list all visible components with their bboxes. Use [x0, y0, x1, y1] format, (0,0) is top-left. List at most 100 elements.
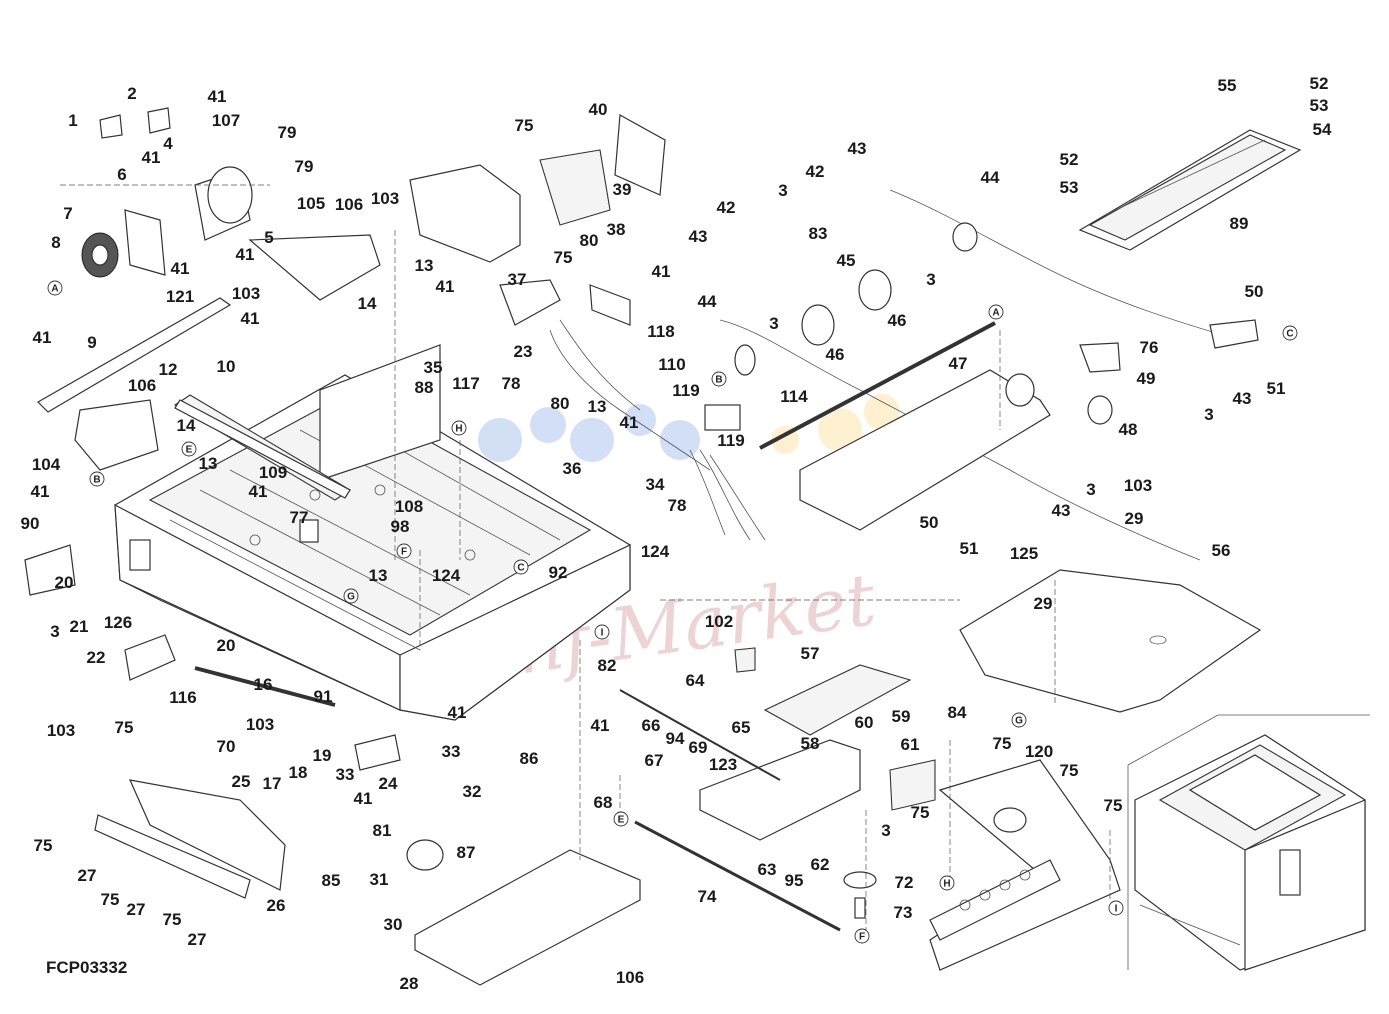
- part-callout-14: 14: [177, 416, 196, 435]
- ref-marker-label: E: [186, 445, 193, 456]
- part-callout-75: 75: [515, 116, 534, 135]
- part-callout-27: 27: [188, 930, 207, 949]
- part-callout-88: 88: [415, 378, 434, 397]
- part-callout-106: 106: [335, 195, 363, 214]
- part-callout-3: 3: [1204, 405, 1213, 424]
- ref-marker-A: A: [47, 280, 63, 296]
- part-callout-107: 107: [212, 111, 240, 130]
- part-callout-35: 35: [424, 358, 443, 377]
- part-callout-75: 75: [115, 718, 134, 737]
- part-callout-34: 34: [646, 475, 665, 494]
- part-callout-3: 3: [769, 314, 778, 333]
- part-callout-121: 121: [166, 287, 194, 306]
- part-callout-56: 56: [1212, 541, 1231, 560]
- part-callout-117: 117: [452, 374, 479, 393]
- part-callout-103: 103: [371, 189, 399, 208]
- part-callout-22: 22: [87, 648, 106, 667]
- part-callout-51: 51: [960, 539, 979, 558]
- ref-marker-label: G: [1015, 716, 1023, 727]
- part-callout-78: 78: [668, 496, 687, 515]
- part-callout-48: 48: [1119, 420, 1138, 439]
- part-callout-41: 41: [171, 259, 190, 278]
- motor-assembly: [81, 107, 253, 278]
- part-callout-42: 42: [806, 162, 825, 181]
- part-callout-3: 3: [778, 181, 787, 200]
- part-callout-75: 75: [1060, 761, 1079, 780]
- part-callout-82: 82: [598, 656, 617, 675]
- part-callout-2: 2: [127, 84, 136, 103]
- part-callout-90: 90: [21, 514, 40, 533]
- part-callout-41: 41: [448, 703, 467, 722]
- ref-marker-C: C: [513, 559, 529, 575]
- main-frame: [114, 344, 631, 721]
- ref-marker-label: A: [51, 284, 58, 295]
- part-callout-12: 12: [159, 360, 178, 379]
- part-callout-27: 27: [78, 866, 97, 885]
- part-callout-91: 91: [314, 687, 333, 706]
- lower-parts: [24, 544, 936, 986]
- part-callout-106: 106: [128, 376, 156, 395]
- part-callout-87: 87: [457, 843, 476, 862]
- part-callout-41: 41: [31, 482, 50, 501]
- part-callout-27: 27: [127, 900, 146, 919]
- part-callout-75: 75: [34, 836, 53, 855]
- ref-marker-I: I: [1108, 900, 1124, 916]
- part-callout-3: 3: [50, 622, 59, 641]
- part-callout-51: 51: [1267, 379, 1286, 398]
- rails: [37, 234, 381, 499]
- part-callout-68: 68: [594, 793, 613, 812]
- part-callout-17: 17: [263, 774, 282, 793]
- part-callout-79: 79: [278, 123, 297, 142]
- part-callout-77: 77: [290, 508, 309, 527]
- ref-marker-H: H: [451, 420, 467, 436]
- part-callout-75: 75: [554, 248, 573, 267]
- ref-marker-E: E: [181, 441, 197, 457]
- part-callout-109: 109: [259, 463, 287, 482]
- part-callout-62: 62: [811, 855, 830, 874]
- part-callout-13: 13: [199, 454, 218, 473]
- part-callout-105: 105: [297, 194, 325, 213]
- part-callout-20: 20: [217, 636, 236, 655]
- part-callout-118: 118: [647, 322, 674, 341]
- part-callout-19: 19: [313, 746, 332, 765]
- ref-marker-label: F: [859, 932, 865, 943]
- part-callout-46: 46: [888, 311, 907, 330]
- ref-marker-label: H: [455, 424, 462, 435]
- part-callout-79: 79: [295, 157, 314, 176]
- part-callout-41: 41: [436, 277, 455, 296]
- part-callout-41: 41: [249, 482, 268, 501]
- part-callout-86: 86: [520, 749, 539, 768]
- part-callout-33: 33: [442, 742, 461, 761]
- part-callout-103: 103: [246, 715, 274, 734]
- part-callout-64: 64: [686, 671, 705, 690]
- part-callout-8: 8: [51, 233, 60, 252]
- ref-marker-B: B: [89, 471, 105, 487]
- part-callout-21: 21: [70, 617, 89, 636]
- part-callout-50: 50: [1245, 282, 1264, 301]
- part-callout-61: 61: [901, 735, 920, 754]
- part-callout-28: 28: [400, 974, 419, 993]
- part-callout-40: 40: [589, 100, 608, 119]
- part-callout-110: 110: [658, 355, 685, 374]
- part-callout-41: 41: [620, 413, 639, 432]
- part-callout-36: 36: [563, 459, 582, 478]
- part-callout-9: 9: [87, 333, 96, 352]
- part-callout-76: 76: [1140, 338, 1159, 357]
- part-callout-47: 47: [949, 354, 968, 373]
- part-callout-123: 123: [709, 755, 737, 774]
- part-callout-29: 29: [1125, 509, 1144, 528]
- ref-marker-label: E: [618, 815, 625, 826]
- ref-marker-label: G: [347, 592, 355, 603]
- part-callout-72: 72: [895, 873, 914, 892]
- part-callout-33: 33: [336, 765, 355, 784]
- ref-marker-label: H: [943, 879, 950, 890]
- part-callout-41: 41: [33, 328, 52, 347]
- part-callout-59: 59: [892, 707, 911, 726]
- part-callout-41: 41: [142, 148, 161, 167]
- part-callout-63: 63: [758, 860, 777, 879]
- part-callout-14: 14: [358, 294, 377, 313]
- ref-marker-H: H: [939, 875, 955, 891]
- ref-marker-label: I: [1115, 904, 1118, 915]
- ref-marker-F: F: [396, 543, 412, 559]
- part-callout-29: 29: [1034, 594, 1053, 613]
